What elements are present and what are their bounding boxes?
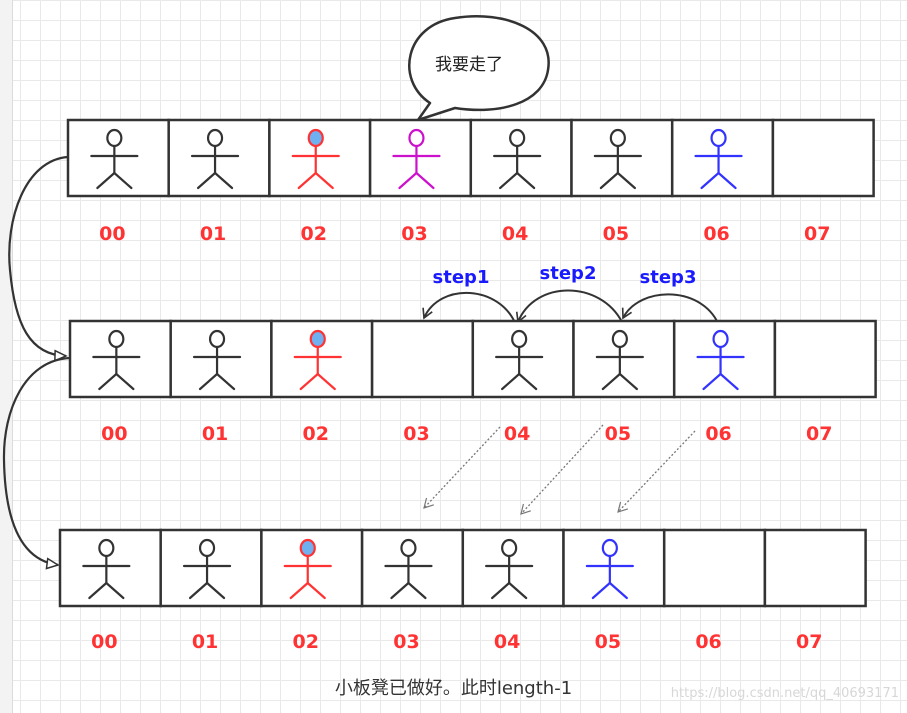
shift-arrow-06-to-05 [617,430,696,513]
person-icon [392,128,441,190]
index-label: 03 [403,423,429,445]
caption: 小板凳已做好。此时length-1 [334,678,573,699]
index-label: 05 [595,631,621,653]
index-label: 05 [603,223,629,245]
index-label: 04 [504,423,530,445]
index-label: 00 [91,631,117,653]
step2-label: step2 [540,263,597,284]
array-cell [771,118,875,198]
index-label: 07 [796,631,822,653]
person-icon [595,329,644,391]
array-cell [572,319,676,399]
index-label: 01 [200,223,226,245]
index-label: 04 [494,631,520,653]
index-label: 06 [703,223,729,245]
watermark: https://blog.csdn.net/qq_40693171 [670,686,899,701]
shift-arrow-05-to-04 [520,424,604,515]
shift-arrow-04-to-03 [423,426,501,509]
index-label: 04 [502,223,528,245]
person-icon [696,329,745,391]
step1-arrow [422,292,517,326]
connector-arrow-row1-to-row2 [8,155,69,356]
array-row-1: 00 01 02 03 04 05 06 07 [66,118,875,245]
index-label: 05 [605,423,631,445]
left-edge-strip [0,0,13,713]
index-label: 03 [393,631,419,653]
person-icon [192,329,242,391]
person-icon [291,128,340,190]
step3-label: step3 [640,267,697,288]
person-icon [694,128,743,190]
index-label: 02 [293,631,319,653]
step1-label: step1 [433,267,490,288]
person-icon [190,128,240,190]
index-label: 03 [401,223,427,245]
index-label: 01 [192,631,218,653]
person-icon [495,329,544,391]
array-cell [370,319,475,399]
speech-bubble-text: 我要走了 [435,55,503,75]
step3-arrow [621,293,721,329]
speech-bubble: 我要走了 [408,15,550,122]
person-icon [283,538,332,600]
person-icon [82,538,131,600]
array-row-3: 00 01 02 03 04 05 06 07 [58,528,867,653]
person-icon [92,329,141,391]
index-label: 06 [705,423,731,445]
index-label: 06 [695,631,721,653]
array-cell [763,528,867,608]
person-icon [493,128,542,190]
connector-arrow-row2-to-row3 [2,356,71,565]
index-label: 01 [202,423,228,445]
step2-arrow [515,289,623,324]
person-icon [585,538,634,600]
index-label: 00 [101,423,127,445]
person-icon [182,538,232,600]
person-icon [293,329,342,391]
array-row-2: 00 01 02 03 04 05 06 07 [68,319,877,445]
array-rows: 00 01 02 03 04 05 06 07 00 01 02 03 04 05 06 07 00 01 02 03… [58,118,877,653]
person-icon [384,538,433,600]
person-icon [485,538,534,600]
person-icon [90,128,139,190]
array-cell [662,528,767,608]
index-label: 07 [804,223,830,245]
index-label: 02 [303,423,329,445]
array-cell [773,319,877,399]
index-label: 02 [301,223,327,245]
index-label: 07 [806,423,832,445]
index-label: 00 [99,223,125,245]
person-icon [593,128,642,190]
